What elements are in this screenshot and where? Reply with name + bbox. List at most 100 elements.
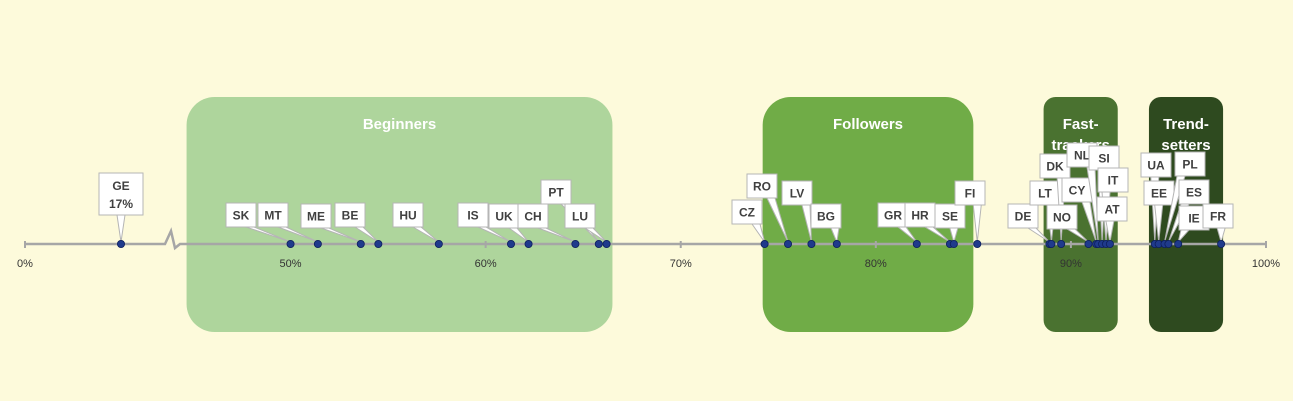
callout-box xyxy=(1061,177,1093,203)
point-at xyxy=(1105,239,1114,248)
callout-box xyxy=(1088,145,1120,171)
country-label: DK xyxy=(1046,160,1064,174)
point-es xyxy=(1164,239,1173,248)
callout-at: AT xyxy=(1096,196,1128,243)
point-lv xyxy=(807,239,816,248)
callout-hr: HR xyxy=(904,202,951,243)
country-label: CY xyxy=(1069,184,1086,198)
point-fr xyxy=(1217,239,1226,248)
callout-box xyxy=(540,179,572,205)
point-gr xyxy=(912,239,921,248)
country-label: FR xyxy=(1210,210,1226,224)
callout-box xyxy=(1202,203,1234,229)
callout-lv: LV xyxy=(781,180,813,243)
tick-label: 0% xyxy=(17,258,33,270)
point-uk xyxy=(524,239,533,248)
group-label: Beginners xyxy=(363,116,436,133)
group-box xyxy=(762,97,974,332)
point-me xyxy=(356,239,365,248)
point-lt xyxy=(1047,239,1056,248)
point-ge xyxy=(117,239,126,248)
country-label: ES xyxy=(1186,186,1202,200)
callout-box xyxy=(1143,180,1175,206)
country-label: AT xyxy=(1104,203,1120,217)
callout-box xyxy=(1029,180,1061,206)
country-label: DE xyxy=(1015,210,1032,224)
group-followers: Followers xyxy=(762,97,974,332)
point-hu xyxy=(434,239,443,248)
country-label: HU xyxy=(399,209,416,223)
callout-box xyxy=(781,180,813,206)
callout-ch: CH xyxy=(517,203,576,243)
country-label: BE xyxy=(342,209,359,223)
point-dk xyxy=(1057,239,1066,248)
country-label: CZ xyxy=(739,206,755,220)
country-label: ME xyxy=(307,210,325,224)
country-label: HR xyxy=(911,209,929,223)
country-label: NL xyxy=(1074,149,1090,163)
country-label: PT xyxy=(548,186,564,200)
callout-gr: GR xyxy=(877,202,918,243)
callout-box xyxy=(1007,203,1039,229)
callout-cy: CY xyxy=(1061,177,1097,243)
callout-box xyxy=(934,203,966,229)
country-label: NO xyxy=(1053,211,1071,225)
callout-box xyxy=(731,199,763,225)
callout-fr: FR xyxy=(1202,203,1234,244)
country-label: LV xyxy=(790,187,804,201)
callout-box xyxy=(810,203,842,229)
callout-box xyxy=(954,180,986,206)
country-label: MT xyxy=(264,209,282,223)
country-label: CH xyxy=(524,210,541,224)
country-label: UK xyxy=(495,210,513,224)
callout-box xyxy=(392,202,424,228)
callout-mt: MT xyxy=(257,202,319,243)
group-label: Trend- xyxy=(1163,116,1209,133)
country-label: GR xyxy=(884,209,902,223)
country-label: IS xyxy=(467,209,478,223)
country-label: SI xyxy=(1098,152,1109,166)
callout-de: DE xyxy=(1007,203,1050,243)
tick-label: 70% xyxy=(670,258,692,270)
callout-box xyxy=(257,202,289,228)
country-label: 17% xyxy=(109,197,133,211)
point-fi xyxy=(973,239,982,248)
callout-be: BE xyxy=(334,202,379,243)
callout-box xyxy=(225,202,257,228)
callout-box xyxy=(564,203,596,229)
point-bg xyxy=(832,239,841,248)
callout-box xyxy=(746,173,778,199)
tick-label: 90% xyxy=(1060,258,1082,270)
country-label: SE xyxy=(942,210,958,224)
point-ro xyxy=(784,239,793,248)
point-ie xyxy=(1174,239,1183,248)
callout-box xyxy=(1039,153,1071,179)
point-pt xyxy=(594,239,603,248)
point-cz xyxy=(760,239,769,248)
country-label: BG xyxy=(817,210,835,224)
point-mt xyxy=(313,239,322,248)
point-no xyxy=(1084,239,1093,248)
point-is xyxy=(506,239,515,248)
callout-box xyxy=(300,203,332,229)
callout-is: IS xyxy=(457,202,512,243)
country-label: RO xyxy=(753,180,771,194)
callout-box xyxy=(1174,151,1206,177)
callout-uk: UK xyxy=(488,203,529,243)
callout-lu: LU xyxy=(564,203,607,243)
callout-ro: RO xyxy=(746,173,789,243)
country-label: SK xyxy=(233,209,250,223)
tick-label: 60% xyxy=(475,258,497,270)
country-label: EE xyxy=(1151,187,1167,201)
callout-pointer xyxy=(972,204,982,243)
point-ch xyxy=(571,239,580,248)
tick-label: 100% xyxy=(1252,258,1280,270)
group-label: setters xyxy=(1161,137,1210,154)
callout-it: IT xyxy=(1097,167,1129,243)
callout-box xyxy=(1096,196,1128,222)
country-label: UA xyxy=(1147,159,1165,173)
callout-box xyxy=(334,202,366,228)
callout-box xyxy=(1046,204,1078,230)
tick-label: 50% xyxy=(280,258,302,270)
